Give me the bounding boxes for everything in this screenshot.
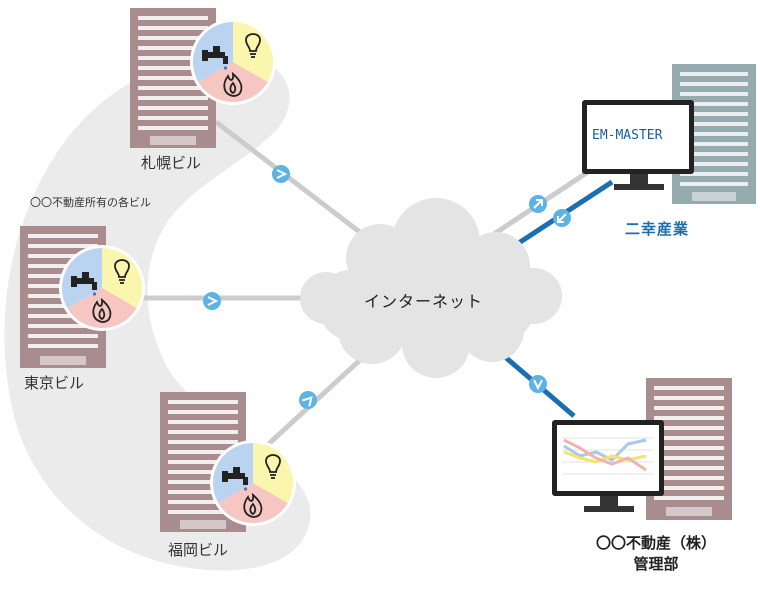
- arrow-badge-sapporo: [272, 165, 290, 183]
- light-bulb-icon: [245, 33, 261, 58]
- arrow-badge-vendor-down: [553, 209, 571, 227]
- label-management-line1: 〇〇不動産（株）: [595, 534, 716, 552]
- internet-cloud: [300, 198, 562, 378]
- light-bulb-icon: [265, 454, 281, 479]
- water-faucet-icon: [202, 46, 228, 70]
- management-monitor: [552, 420, 664, 512]
- light-bulb-icon: [114, 259, 130, 284]
- utility-badge-sapporo: [190, 19, 276, 105]
- water-faucet-icon: [71, 272, 97, 296]
- label-internet: インターネット: [364, 292, 484, 311]
- water-faucet-icon: [222, 467, 248, 491]
- label-fukuoka: 福岡ビル: [168, 541, 229, 559]
- label-management: 〇〇不動産（株） 管理部: [576, 533, 736, 575]
- link-sapporo: [214, 120, 372, 242]
- arrow-badge-vendor-up: [529, 195, 547, 213]
- vendor-screen-text: EM-MASTER: [592, 128, 663, 143]
- label-management-line2: 管理部: [633, 555, 679, 573]
- label-owned-buildings: 〇〇不動産所有の各ビル: [30, 196, 151, 209]
- building-sapporo: [130, 8, 216, 148]
- label-tokyo: 東京ビル: [24, 374, 85, 392]
- gas-flame-icon: [223, 71, 243, 97]
- gas-flame-icon: [243, 492, 263, 518]
- utility-badge-fukuoka: [210, 440, 296, 526]
- arrow-badge-fukuoka: [299, 391, 317, 409]
- label-vendor: 二幸産業: [625, 220, 690, 238]
- vendor-monitor: [582, 100, 694, 190]
- gas-flame-icon: [92, 297, 112, 323]
- utility-badge-tokyo: [59, 245, 145, 331]
- monitor-chart-line-blue: [563, 438, 647, 462]
- arrow-badge-tokyo: [203, 292, 221, 310]
- monitor-chart-line-pink: [563, 438, 647, 472]
- arrow-badge-management: [529, 375, 547, 393]
- label-sapporo: 札幌ビル: [141, 154, 202, 172]
